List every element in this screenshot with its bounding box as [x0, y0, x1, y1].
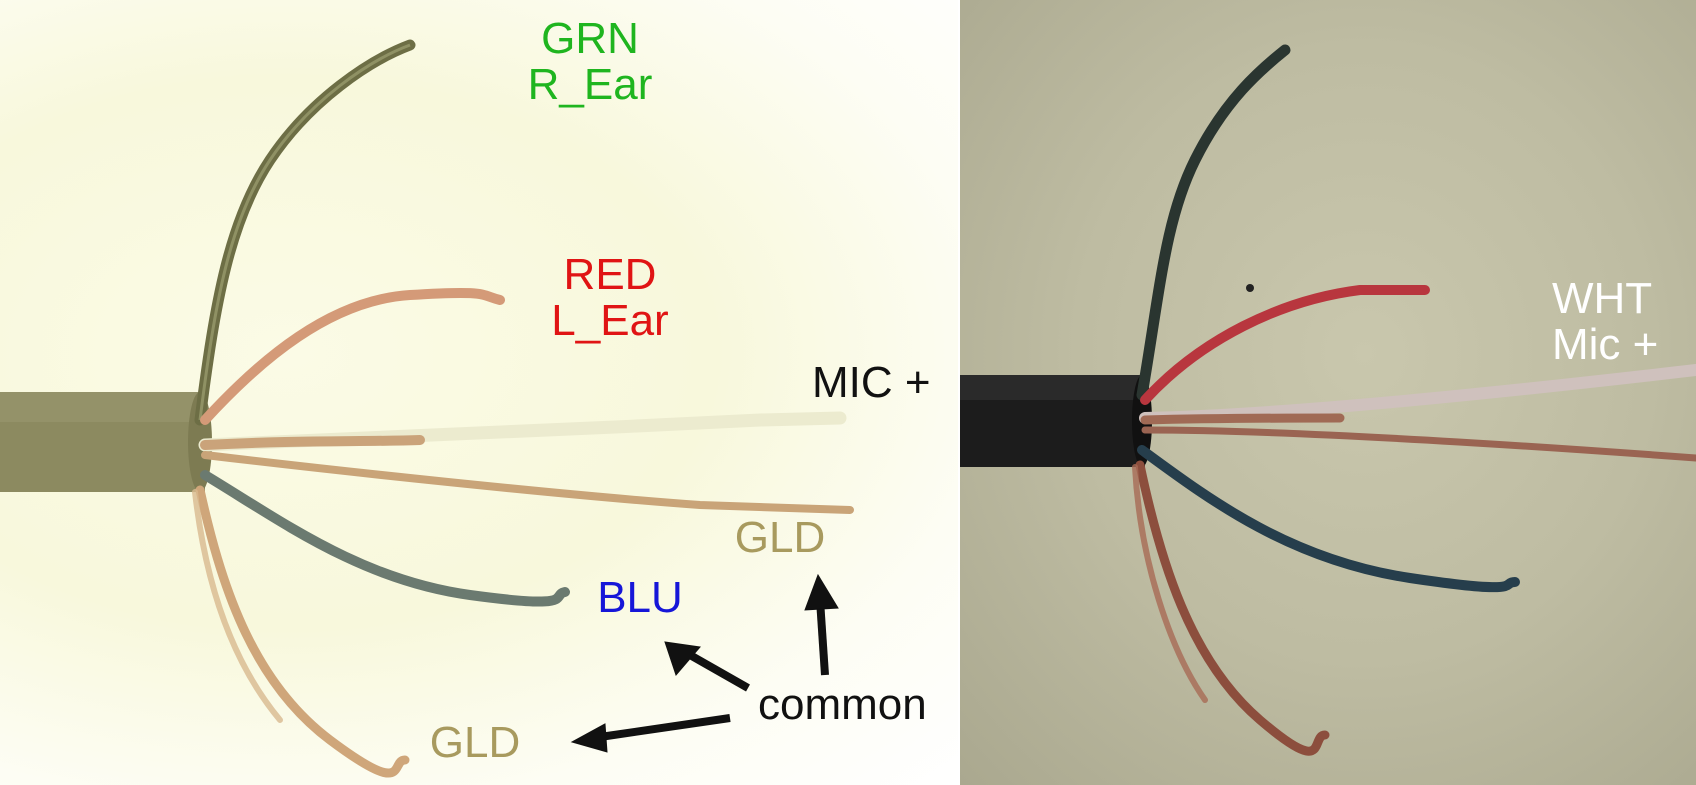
- white-wire-label: WHT Mic +: [1552, 276, 1696, 368]
- red-wire-label: RED L_Ear: [530, 252, 690, 344]
- green-wire: [194, 39, 416, 426]
- gold-label-right: GLD: [734, 513, 826, 562]
- white-signal-name: Mic +: [1552, 320, 1659, 369]
- arrows: [570, 573, 839, 753]
- dark-green-wire: [1136, 44, 1291, 401]
- blue-wire: [200, 470, 570, 607]
- red-signal-name: L_Ear: [551, 296, 669, 345]
- green-color-name: GRN: [541, 14, 639, 63]
- white-color-name: WHT: [1552, 274, 1653, 323]
- left-photo-panel: GRN R_Ear RED L_Ear MIC + GLD BLU common…: [0, 0, 958, 785]
- gold-label-left: GLD: [429, 718, 521, 767]
- gold-wire-right: [201, 451, 854, 514]
- red-wire: [200, 287, 505, 425]
- white-wire: [1139, 364, 1696, 424]
- blue-wire: [1137, 445, 1520, 593]
- blue-wire-label: BLU: [597, 573, 683, 622]
- gold-wire-left: [195, 485, 410, 778]
- common-label: common: [758, 680, 927, 729]
- green-signal-name: R_Ear: [527, 60, 653, 109]
- red-wire: [1140, 285, 1430, 405]
- right-photo-panel: WHT Mic +: [960, 0, 1696, 785]
- left-cable-photo: [0, 39, 854, 778]
- red-color-name: RED: [563, 250, 657, 299]
- copper-wire-right: [1141, 426, 1696, 462]
- copper-wire-bottom: [1135, 460, 1330, 756]
- green-wire-label: GRN R_Ear: [500, 16, 680, 108]
- right-cable-photo: [960, 44, 1696, 756]
- mic-label: MIC +: [812, 358, 931, 407]
